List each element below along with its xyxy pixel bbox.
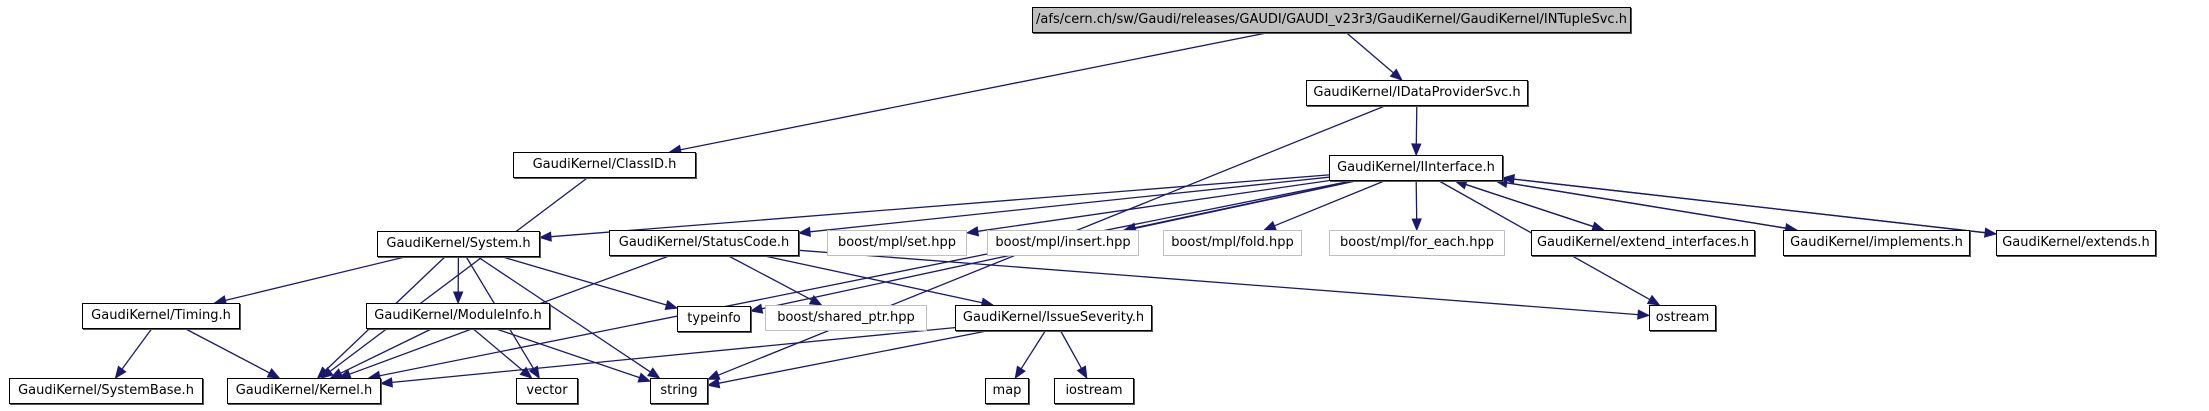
arrowhead-iinterface-to-mpl_set [965,226,980,237]
edge-implements-to-iinterface [1506,182,1797,231]
node-extend-interfaces[interactable]: GaudiKernel/extend_interfaces.h [1531,230,1755,256]
arrowhead-system-to-string [647,367,661,379]
edge-statuscode-to-shared_ptr [728,255,813,301]
arrowhead-statuscode-to-shared_ptr [808,295,823,306]
arrowhead-extend_interfaces-to-iinterface [1454,179,1468,190]
edge-issueseverity-to-kernel [391,326,956,384]
edge-statuscode-to-ostream [798,249,1639,316]
edge-iinterface-to-mpl_fold [1274,180,1385,227]
edge-moduleinfo-to-kernel [340,328,432,374]
node-iostream[interactable]: iostream [1054,378,1134,404]
arrowhead-system-to-typeinfo [664,299,679,310]
node-typeinfo[interactable]: typeinfo [677,306,751,332]
node-timing[interactable]: GaudiKernel/Timing.h [82,303,240,329]
node-implements[interactable]: GaudiKernel/implements.h [1783,230,1970,256]
arrowhead-timing-to-kernel [266,368,281,379]
arrowhead-issueseverity-to-kernel [379,377,393,388]
node-iinterface[interactable]: GaudiKernel/IInterface.h [1329,155,1503,181]
edge-issueseverity-to-map [1020,330,1046,370]
node-classid[interactable]: GaudiKernel/ClassID.h [513,152,696,178]
arrowhead-moduleinfo-to-string [637,372,652,383]
node-extends[interactable]: GaudiKernel/extends.h [1996,230,2156,256]
arrowhead-timing-to-systembase [114,365,127,380]
edge-iinterface-to-kernel [379,180,1352,377]
arrowhead-system-to-kernel [316,366,330,379]
arrowhead-issueseverity-to-iostream [1076,365,1088,380]
arrowhead-iinterface-to-mpl_for_each [1411,218,1422,232]
edge-moduleinfo-to-string [496,328,640,379]
edge-issueseverity-to-string [718,330,987,384]
node-boost-mpl-set[interactable]: boost/mpl/set.hpp [827,230,967,256]
edge-extend_interfaces-to-iinterface [1465,183,1604,231]
edge-iinterface-to-system [550,174,1330,238]
edge-timing-to-kernel [185,328,270,374]
arrowhead-iinterface-to-system [538,231,552,242]
edge-root-to-idataprovidersvc [1346,32,1394,74]
edge-iinterface-to-mpl_for_each [1415,180,1418,220]
arrowhead-idataprovidersvc-to-string [706,370,721,380]
arrowhead-iinterface-to-statuscode [797,226,811,237]
arrowhead-issueseverity-to-string [706,377,721,389]
node-vector[interactable]: vector [516,378,578,404]
node-map[interactable]: map [985,378,1029,404]
edge-system-to-typeinfo [502,256,667,306]
edge-extends-to-iinterface [1513,178,1997,235]
edge-iinterface-to-statuscode [809,176,1330,233]
node-moduleinfo[interactable]: GaudiKernel/ModuleInfo.h [366,303,550,329]
node-root-intuplesvc[interactable]: /afs/cern.ch/sw/Gaudi/releases/GAUDI/GAU… [1032,7,1631,33]
node-kernel[interactable]: GaudiKernel/Kernel.h [227,378,381,404]
edge-moduleinfo-to-vector [472,328,524,372]
arrowhead-idataprovidersvc-to-iinterface [1411,143,1422,157]
arrowhead-iinterface-to-typeinfo [749,303,764,314]
edge-issueseverity-to-iostream [1060,330,1083,369]
node-string[interactable]: string [650,378,708,404]
node-systembase[interactable]: GaudiKernel/SystemBase.h [9,378,203,404]
arrowhead-moduleinfo-to-vector [519,366,533,379]
edge-statuscode-to-issueseverity [764,255,983,304]
node-boost-shared-ptr[interactable]: boost/shared_ptr.hpp [765,305,927,331]
node-system[interactable]: GaudiKernel/System.h [377,231,540,257]
arrowhead-system-to-moduleinfo [452,291,464,305]
edge-system-to-timing [225,256,405,302]
node-boost-mpl-insert[interactable]: boost/mpl/insert.hpp [987,230,1139,256]
arrowhead-issueseverity-to-map [1014,365,1026,380]
node-statuscode[interactable]: GaudiKernel/StatusCode.h [609,230,799,256]
edge-system-to-string [477,256,651,373]
arrowhead-iinterface-to-ostream [1646,294,1661,306]
node-boost-mpl-for-each[interactable]: boost/mpl/for_each.hpp [1329,230,1505,256]
node-ostream[interactable]: ostream [1649,305,1716,331]
node-issueseverity[interactable]: GaudiKernel/IssueSeverity.h [955,305,1152,331]
arrowhead-extends-to-iinterface [1501,174,1515,185]
edge-iinterface-to-mpl_set [977,179,1330,232]
edge-root-to-classid [680,32,1267,151]
arrowhead-statuscode-to-ostream [1637,309,1651,320]
edge-idataprovidersvc-to-iinterface [1415,105,1418,145]
arrowhead-root-to-idataprovidersvc [1389,68,1403,81]
node-idataprovidersvc[interactable]: GaudiKernel/IDataProviderSvc.h [1306,80,1528,106]
arrowhead-moduleinfo-to-kernel [329,368,344,379]
arrowhead-iinterface-to-mpl_fold [1263,220,1277,231]
edge-timing-to-systembase [121,328,153,370]
node-boost-mpl-fold[interactable]: boost/mpl/fold.hpp [1163,230,1302,256]
